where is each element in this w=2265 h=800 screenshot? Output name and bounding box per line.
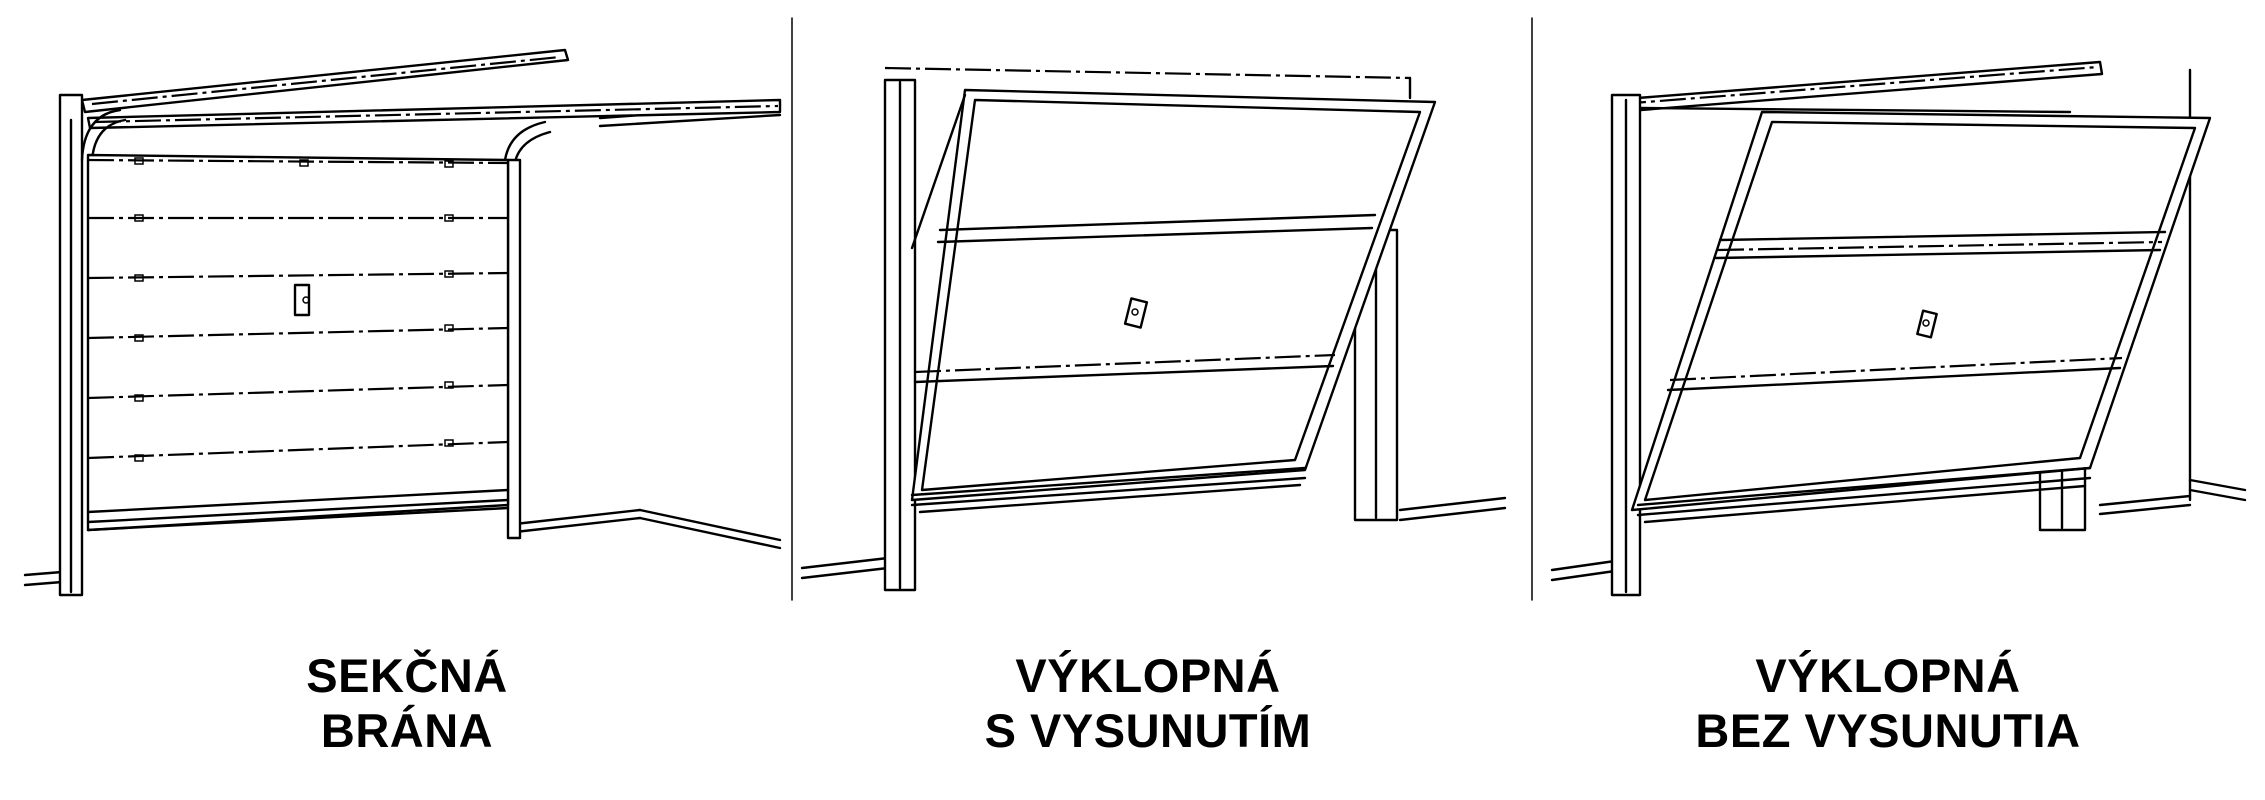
caption-tilt-without-extension: VÝKLOPNÁ BEZ VYSUNUTIA bbox=[1538, 648, 2238, 758]
caption-line-1: VÝKLOPNÁ bbox=[1015, 649, 1281, 702]
caption-line-2: S VYSUNUTÍM bbox=[984, 704, 1312, 757]
sectional-door-icon bbox=[23, 48, 782, 597]
caption-line-1: SEKČNÁ bbox=[306, 649, 508, 702]
caption-line-1: VÝKLOPNÁ bbox=[1755, 649, 2021, 702]
caption-line-2: BRÁNA bbox=[320, 704, 494, 757]
tilt-door-without-extension-icon bbox=[1550, 60, 2247, 597]
caption-sectional-door: SEKČNÁ BRÁNA bbox=[57, 648, 757, 758]
caption-tilt-with-extension: VÝKLOPNÁ S VYSUNUTÍM bbox=[798, 648, 1498, 758]
caption-line-2: BEZ VYSUNUTIA bbox=[1695, 704, 2081, 757]
tilt-door-with-extension-icon bbox=[800, 66, 1507, 592]
